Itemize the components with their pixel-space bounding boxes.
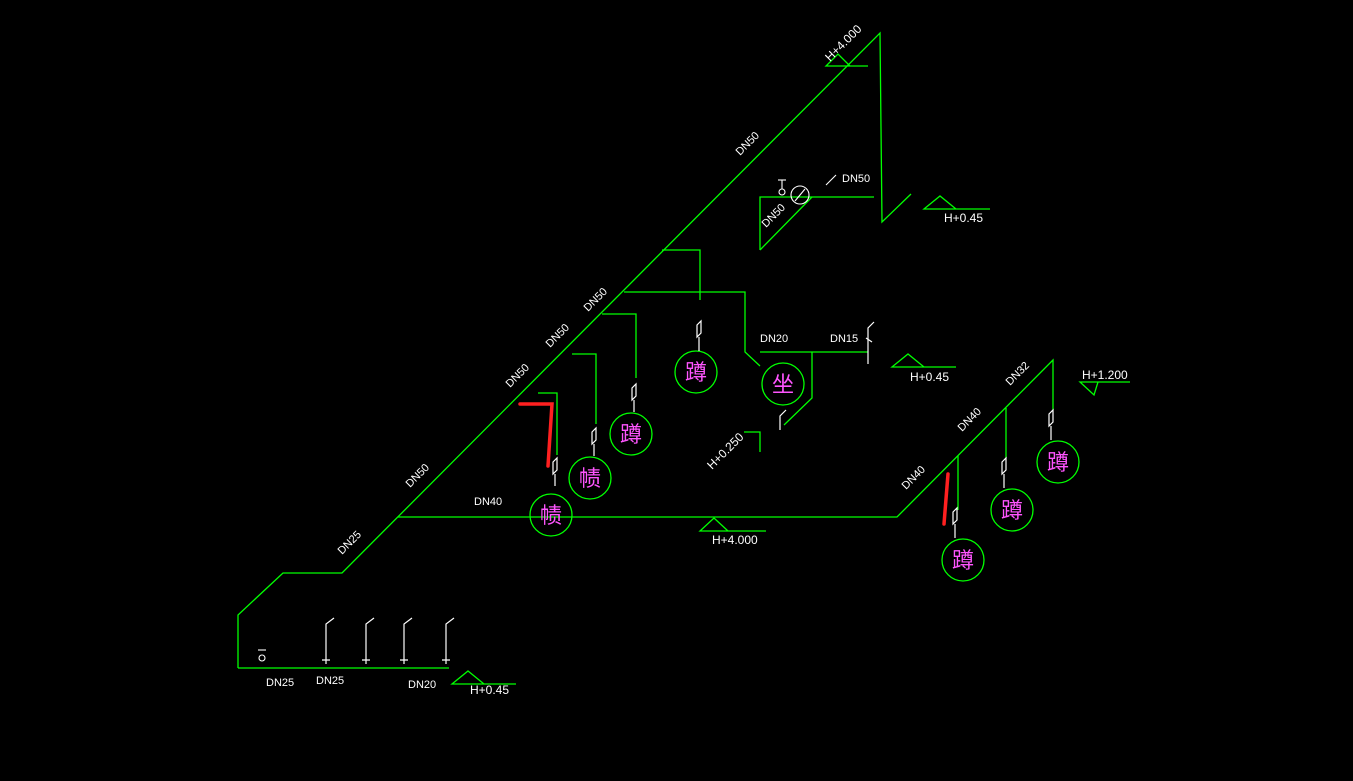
- label-dn50-top: DN50: [734, 130, 762, 158]
- water-meter-icon: [778, 174, 837, 205]
- elevation-marker-center: [744, 431, 761, 452]
- branch-upper-5: [538, 392, 558, 455]
- label-dn20-mid: DN20: [760, 333, 788, 345]
- fixture-label: 帻: [579, 467, 601, 492]
- pipe-size-labels: DN50 DN50 DN50 DN50 DN50 DN25 DN40 DN50 …: [266, 130, 1032, 691]
- fixture-label: 蹲: [1001, 499, 1023, 524]
- mid-drop: [783, 352, 813, 426]
- elevation-top: H+4.000: [822, 22, 864, 64]
- label-dn40-right-b: DN40: [956, 406, 984, 434]
- fixture-squat-a[interactable]: 蹲: [674, 350, 718, 394]
- elevation-marker-right-upper: [922, 195, 990, 210]
- fixture-label: 帻: [540, 504, 562, 529]
- label-dn20-bottom: DN20: [408, 679, 436, 691]
- fixture-squat-b[interactable]: 蹲: [609, 412, 653, 456]
- tap-icons: [258, 617, 455, 664]
- elevation-bottom: H+0.45: [470, 683, 509, 697]
- main-riser-diagonal: [237, 31, 912, 668]
- label-dn25-diag: DN25: [336, 529, 364, 557]
- label-dn40-right-a: DN40: [900, 464, 928, 492]
- elevation-labels: H+4.000 H+0.45 H+0.45 H+0.250 H+4.000 H+…: [470, 22, 1128, 697]
- label-dn50-valve: DN50: [842, 173, 870, 185]
- elevation-right-far: H+1.200: [1082, 368, 1128, 382]
- fixture-squat-d[interactable]: 蹲: [990, 488, 1034, 532]
- fixture-seat[interactable]: 坐: [761, 362, 805, 406]
- branch-upper-3: [602, 313, 637, 378]
- fixture-squat-e[interactable]: 蹲: [941, 538, 985, 582]
- valve-branch: [759, 196, 874, 250]
- label-dn25-bottom-a: DN25: [266, 677, 294, 689]
- elevation-marker-top: [824, 53, 868, 67]
- elevation-markers: [450, 53, 1130, 685]
- fixtures: 蹲 蹲 坐 帻 帻 蹲 蹲 蹲: [529, 350, 1080, 582]
- elevation-marker-bottom: [450, 670, 516, 685]
- elevation-marker-main: [698, 517, 766, 532]
- label-dn50-low: DN50: [404, 462, 432, 490]
- main-horizontal-dn40: [398, 358, 1054, 518]
- red-markup-right: [942, 472, 950, 526]
- fixture-label: 坐: [772, 373, 794, 398]
- elevation-right-upper: H+0.45: [944, 211, 983, 225]
- fixture-urinal-a[interactable]: 帻: [568, 456, 612, 500]
- elevation-marker-right-far: [1078, 381, 1130, 397]
- elevation-mid: H+0.45: [910, 370, 949, 384]
- red-markups: [518, 402, 950, 526]
- fixture-squat-c[interactable]: 蹲: [1036, 440, 1080, 484]
- pipe-network: [237, 31, 1054, 669]
- branch-upper-4: [572, 353, 597, 424]
- label-dn25-bottom-b: DN25: [316, 675, 344, 687]
- label-dn32-right: DN32: [1004, 360, 1032, 388]
- label-dn40-horiz: DN40: [474, 496, 502, 508]
- elevation-marker-mid: [890, 353, 956, 368]
- fixture-label: 蹲: [685, 361, 707, 386]
- faucet-icon: [779, 321, 875, 430]
- fixture-urinal-b[interactable]: 帻: [529, 493, 573, 537]
- label-dn50-upper-mid: DN50: [582, 286, 610, 314]
- branch-upper-1: [662, 249, 701, 300]
- valve-icon: [552, 319, 1054, 538]
- red-markup-left: [518, 402, 554, 468]
- valve-symbols: [258, 174, 1054, 664]
- fixture-label: 蹲: [620, 423, 642, 448]
- branch-upper-2: [624, 291, 761, 367]
- label-dn15-mid: DN15: [830, 333, 858, 345]
- fixture-label: 蹲: [952, 549, 974, 574]
- elevation-main-horiz: H+4.000: [712, 533, 758, 547]
- valve-diagonal: [759, 196, 813, 251]
- elevation-center-diag: H+0.250: [704, 430, 746, 472]
- fixture-label: 蹲: [1047, 451, 1069, 476]
